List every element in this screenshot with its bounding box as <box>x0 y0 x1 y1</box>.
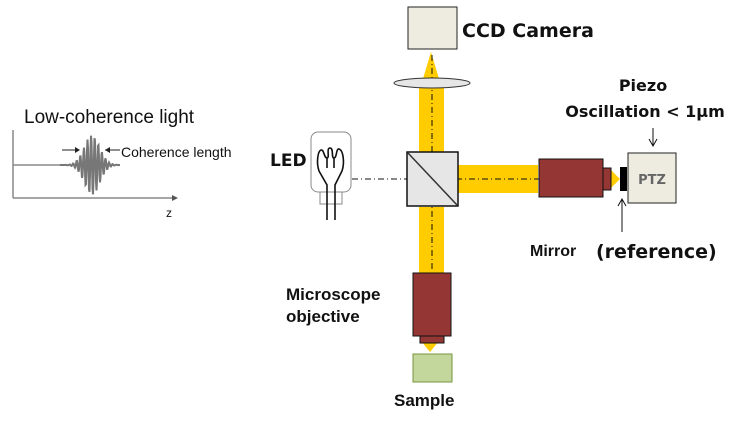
camera-beam-cone <box>422 52 440 82</box>
coherence-inset: Low-coherence light Coherence length z <box>12 107 232 220</box>
objective-label-line2: objective <box>286 307 360 326</box>
beam-splitter-diagonal <box>407 152 458 206</box>
z-axis-label: z <box>166 206 172 220</box>
ptz-label: PTZ <box>638 173 666 188</box>
led-bulb <box>310 131 352 220</box>
led-base <box>319 191 343 205</box>
led-filament <box>316 147 345 220</box>
sample <box>412 353 453 383</box>
coherence-arrowhead-left <box>75 147 80 153</box>
coherence-arrowhead-right <box>105 147 110 153</box>
sample-label: Sample <box>394 391 454 410</box>
wave-packet <box>60 135 120 195</box>
reference-beam-tip <box>611 170 620 188</box>
inset-x-axis-arrow <box>172 195 178 201</box>
microscope-objective-tip <box>419 335 445 344</box>
reference-objective <box>538 158 604 198</box>
inset-title: Low-coherence light <box>24 107 195 128</box>
objective-label-line1: Microscope <box>286 285 380 304</box>
led-label: LED <box>270 151 307 171</box>
mirror-label: Mirror <box>530 243 576 260</box>
reference-label: (reference) <box>596 241 717 263</box>
tube-lens <box>393 77 471 89</box>
coherence-length-label: Coherence length <box>121 144 232 160</box>
reference-objective-tip <box>602 167 612 191</box>
oscillation-label: Oscillation < 1μm <box>565 102 725 121</box>
piezo-label: Piezo <box>619 76 667 95</box>
piezo-arrowhead <box>648 138 658 148</box>
microscope-objective <box>412 272 452 337</box>
mirror-arrowhead <box>617 197 627 207</box>
sample-beam-tip <box>421 341 439 352</box>
reference-mirror <box>620 167 627 191</box>
ccd-camera-box <box>407 6 458 50</box>
ccd-camera-label: CCD Camera <box>462 20 594 42</box>
ptz-stage <box>627 152 677 204</box>
